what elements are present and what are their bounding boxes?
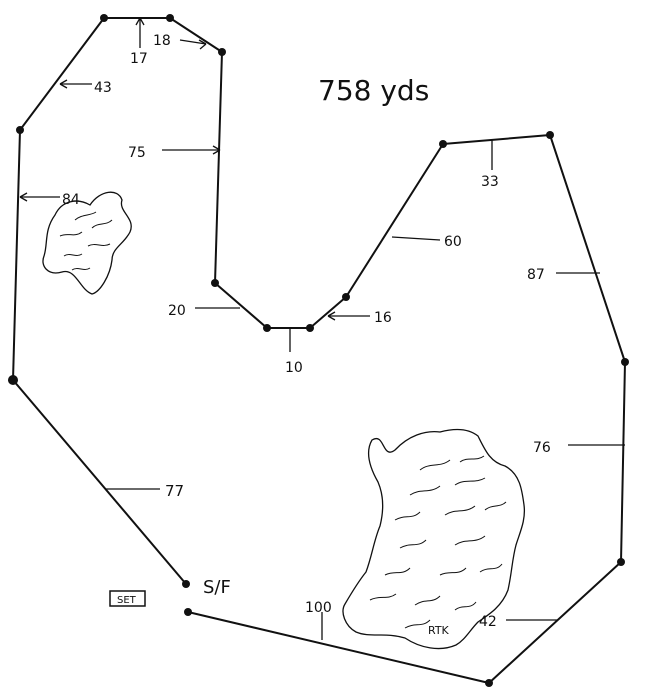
label-77: 77 <box>165 482 184 500</box>
obstacle-small-hatching <box>59 211 113 271</box>
label-18: 18 <box>153 33 171 49</box>
label-76: 76 <box>533 440 551 456</box>
marker <box>485 679 493 687</box>
obstacle-large <box>342 428 526 650</box>
marker <box>621 358 629 366</box>
label-20: 20 <box>168 303 186 319</box>
marker <box>16 126 24 134</box>
start-finish-label: S/F <box>203 577 231 598</box>
rock-label: RTK <box>428 624 450 637</box>
total-distance: 758 yds <box>318 74 429 107</box>
label-84: 84 <box>62 192 80 208</box>
marker <box>100 14 108 22</box>
label-17: 17 <box>130 51 148 67</box>
start-marker <box>182 580 190 588</box>
label-33: 33 <box>481 174 499 190</box>
label-60: 60 <box>444 234 462 250</box>
marker <box>342 293 350 301</box>
label-42: 42 <box>479 614 497 630</box>
marker <box>211 279 219 287</box>
label-100: 100 <box>305 600 332 616</box>
measurement-leaders <box>19 17 625 640</box>
marker <box>306 324 314 332</box>
measurement-labels: 43 17 18 75 84 20 10 16 60 33 87 76 77 1… <box>62 33 551 630</box>
marker <box>166 14 174 22</box>
label-10: 10 <box>285 360 303 376</box>
course-outline <box>12 17 626 684</box>
label-75: 75 <box>128 145 146 161</box>
marker <box>263 324 271 332</box>
label-87: 87 <box>527 267 545 283</box>
obstacle-small <box>42 191 132 295</box>
marker <box>546 131 554 139</box>
set-box-label: SET <box>117 595 137 606</box>
corner-markers <box>8 14 629 687</box>
set-box <box>109 590 146 607</box>
obstacle-large-hatching <box>369 455 507 629</box>
marker <box>218 48 226 56</box>
marker <box>8 375 18 385</box>
label-43: 43 <box>94 80 112 96</box>
marker <box>439 140 447 148</box>
marker <box>617 558 625 566</box>
finish-marker <box>184 608 192 616</box>
label-16: 16 <box>374 310 392 326</box>
